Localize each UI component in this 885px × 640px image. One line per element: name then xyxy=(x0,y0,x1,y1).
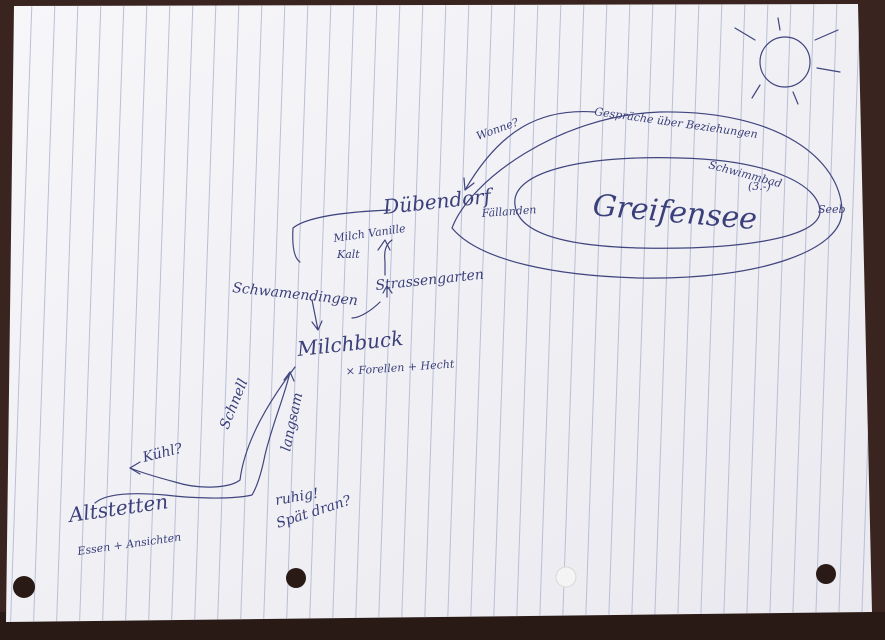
ruled-line xyxy=(561,4,585,622)
ruled-line xyxy=(492,4,516,622)
ruled-line xyxy=(538,4,562,622)
ruled-line xyxy=(147,4,171,622)
ruled-line xyxy=(676,4,700,622)
punch-hole-4 xyxy=(816,564,836,584)
ruled-line xyxy=(55,4,79,622)
ruled-line xyxy=(331,4,355,622)
punch-hole-1 xyxy=(13,576,35,598)
ruled-line xyxy=(400,4,424,622)
label-seeb: Seeb xyxy=(818,203,846,216)
ruled-line xyxy=(722,4,746,622)
ruled-line xyxy=(630,4,654,622)
label-ruhig: ruhig! xyxy=(274,486,320,509)
ruled-line xyxy=(653,4,677,622)
ruled-line xyxy=(446,4,470,622)
ruled-line xyxy=(285,4,309,622)
ruled-line xyxy=(791,4,815,622)
ruled-line xyxy=(78,4,102,622)
ruled-line xyxy=(32,4,56,622)
ruled-line xyxy=(837,4,861,622)
lake-drawing xyxy=(451,111,843,279)
ruled-line xyxy=(423,4,447,622)
ruled-line xyxy=(814,4,838,622)
ruled-line xyxy=(354,4,378,622)
ruled-line xyxy=(768,4,792,622)
ruled-line xyxy=(216,4,240,622)
ruled-lines xyxy=(9,4,872,622)
ruled-line xyxy=(860,4,872,622)
punch-hole-2 xyxy=(286,568,306,588)
ruled-line xyxy=(239,4,263,622)
ruled-line xyxy=(745,4,769,622)
ruled-line xyxy=(308,4,332,622)
label-kalt: Kalt xyxy=(336,248,360,261)
ruled-line xyxy=(515,4,539,622)
punch-hole-3 xyxy=(555,566,577,588)
ruled-line xyxy=(262,4,286,622)
ruled-line xyxy=(9,4,33,622)
label-fallanden: Fällanden xyxy=(480,203,537,220)
ruled-line xyxy=(584,4,608,622)
route-lines xyxy=(94,110,596,504)
sun-doodle xyxy=(734,17,841,105)
ruled-line xyxy=(124,4,148,622)
ruled-line xyxy=(607,4,631,622)
ruled-line xyxy=(170,4,194,622)
label-schwimmbad-note: (3.-) xyxy=(748,180,771,193)
ruled-line xyxy=(377,4,401,622)
ruled-line xyxy=(101,4,125,622)
ruled-line xyxy=(193,4,217,622)
ruled-line xyxy=(469,4,493,622)
ruled-line xyxy=(699,4,723,622)
